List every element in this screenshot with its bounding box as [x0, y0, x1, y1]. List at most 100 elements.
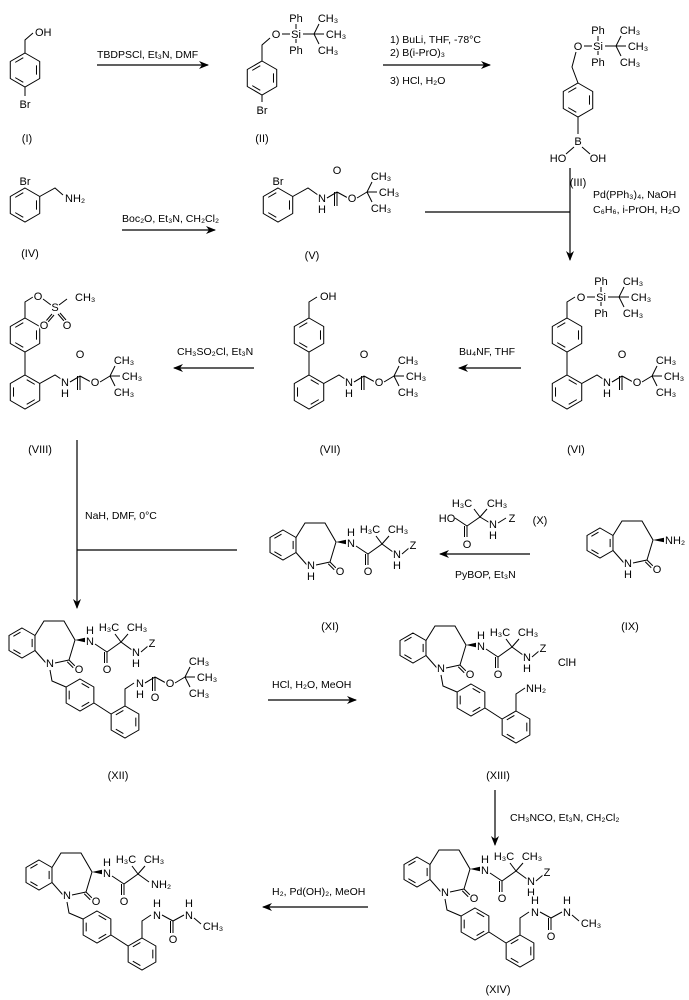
bond [488, 931, 507, 944]
methyl-label: CH₃ [406, 371, 426, 383]
aromatic-bond [267, 192, 277, 198]
z-group-label: Z [544, 867, 551, 879]
bond [440, 674, 458, 693]
benzene-ring [127, 937, 157, 971]
bond [42, 298, 52, 306]
ester-oxygen-label: O [375, 377, 384, 389]
methyl-label: H₃C [452, 498, 472, 510]
bond [34, 620, 76, 661]
wedge-bond [466, 642, 476, 648]
bond [393, 375, 400, 387]
bond [57, 313, 65, 322]
boron-label: B [574, 136, 581, 148]
nitrogen-label: N [153, 910, 161, 922]
aromatic-bond [115, 710, 124, 716]
aromatic-bond [310, 399, 320, 405]
bond [651, 375, 658, 387]
benzene-ring [8, 627, 36, 659]
methyl-label: CH₃ [326, 29, 346, 41]
hydrogen-label: H [345, 388, 353, 400]
bond [454, 517, 468, 527]
amino-label: NH₂ [151, 879, 171, 891]
methyl-label: CH₃ [197, 672, 217, 684]
wedge-bond [653, 537, 664, 543]
nitrogen-label: N [603, 377, 611, 389]
bond [571, 51, 579, 84]
bond [511, 638, 520, 648]
methyl-label: CH₃ [189, 656, 209, 668]
z-group-label: Z [149, 638, 156, 650]
lactam-oxygen-label: O [653, 564, 662, 576]
bond [315, 561, 331, 566]
benzene-ring [65, 678, 95, 712]
bond [366, 181, 373, 193]
bond [292, 187, 319, 197]
bond [473, 508, 481, 518]
benzene-ring [246, 60, 278, 96]
aromatic-bond [510, 939, 519, 945]
hydrogen-label: H [185, 898, 193, 910]
reagent-step9: HCl, H₂O, MeOH [272, 679, 351, 691]
hydrogen-label: H [481, 854, 489, 866]
bond [581, 146, 591, 155]
aromatic-bond [132, 942, 141, 948]
bond [51, 882, 64, 896]
bond [111, 875, 125, 885]
compound-label-x: (X) [533, 515, 548, 527]
methyl-label: CH₃ [318, 45, 338, 57]
aromatic-bond [26, 399, 36, 405]
reagent-step6: CH₃SO₂Cl, Et₃N [177, 346, 253, 358]
aromatic-bond [567, 107, 577, 113]
oxygen-label: O [34, 291, 43, 303]
carbonyl-oxygen-label: O [360, 349, 369, 361]
compound-label-xi: (XI) [321, 621, 339, 633]
methyl-label: CH₃ [581, 918, 601, 930]
hydroxyl-label: HO [439, 513, 456, 525]
bond [381, 535, 390, 545]
aromatic-bond [298, 342, 308, 348]
aromatic-bond [472, 706, 481, 712]
bond [429, 849, 471, 890]
aromatic-bond [13, 631, 21, 637]
methyl-label: CH₃ [398, 355, 418, 367]
phenyl-label: Ph [289, 13, 302, 25]
reagent-step1: TBDPSCl, Et₃N, DMF [97, 49, 198, 61]
carbonyl-oxygen-label: O [333, 165, 342, 177]
aromatic-bond [567, 87, 577, 93]
hydrogen-label: H [603, 388, 611, 400]
double-bond [463, 888, 471, 896]
carbonyl-oxygen-label: O [76, 349, 85, 361]
bond [144, 676, 156, 684]
benzene-ring [9, 317, 41, 353]
bond [114, 633, 122, 643]
double-bond [66, 661, 74, 669]
carbonyl-oxygen-label: O [151, 692, 160, 704]
hydroxyl-label: OH [35, 27, 52, 39]
bond [109, 365, 116, 377]
bond [497, 517, 507, 524]
lactam-oxygen-label: O [466, 669, 475, 681]
bromine-label: Br [273, 176, 284, 188]
bond [49, 669, 67, 688]
aromatic-bond [14, 57, 24, 63]
hydrogen-label: H [103, 857, 111, 869]
reagent-step5: Bu₄NF, THF [459, 346, 515, 358]
lactam-nitrogen-label: N [441, 887, 449, 899]
bond [618, 296, 625, 308]
aromatic-bond [26, 379, 36, 385]
bond [79, 375, 92, 383]
nitrogen-label: N [132, 647, 140, 659]
bond [505, 638, 513, 648]
aromatic-bond [98, 915, 107, 921]
bond [54, 659, 70, 664]
bond [110, 934, 129, 947]
compound-label-iii: (III) [570, 177, 587, 189]
bond [429, 879, 442, 893]
bond [137, 873, 150, 883]
bond [612, 550, 625, 564]
aromatic-bond [267, 212, 277, 218]
bond [366, 191, 373, 203]
aromatic-bond [14, 77, 24, 83]
bond [124, 682, 135, 706]
